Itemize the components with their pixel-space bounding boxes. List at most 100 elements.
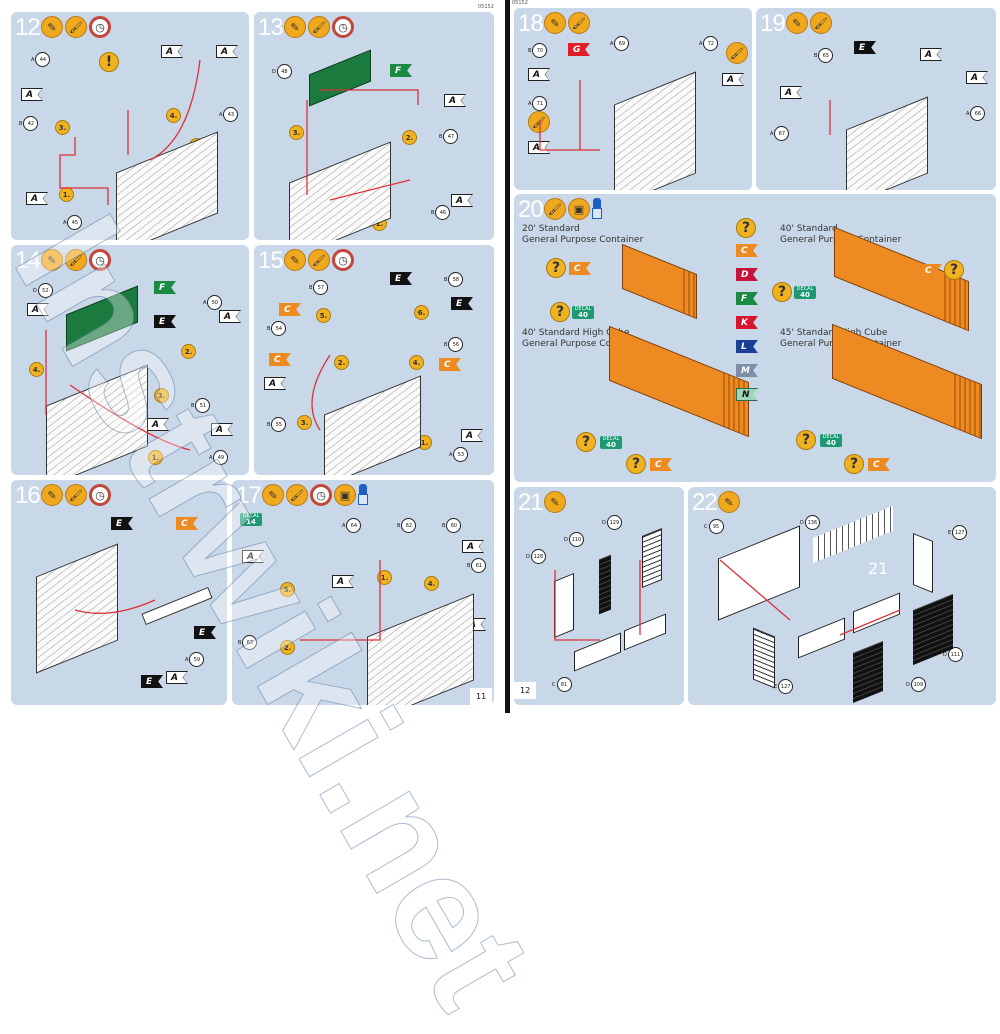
sub-step-4: 4.	[166, 108, 181, 123]
color-flag: F	[390, 64, 412, 77]
varnish-bottle-icon	[592, 198, 602, 220]
step-icons: ✎	[718, 491, 740, 513]
step-icons: 🖌 ▣	[544, 198, 602, 220]
paint-brush-icon: 🖌	[726, 42, 748, 64]
color-flag: C	[650, 458, 672, 471]
color-flag: A	[242, 550, 264, 563]
step-icons: ✎ 🖌	[786, 12, 832, 34]
exclamation-icon: !	[99, 52, 119, 72]
color-flag: A	[528, 141, 550, 154]
step-icons: ✎ 🖌 ◷ ▣	[262, 484, 368, 506]
question-icon: ?	[626, 454, 646, 474]
color-flag: E	[141, 675, 163, 688]
color-flag: A	[780, 86, 802, 99]
sub-step-1: 1.	[148, 450, 163, 465]
color-flag: C	[868, 458, 890, 471]
catalog-code: 05152	[512, 0, 528, 6]
step-12-panel: 12 ✎ 🖌 ◷ ! A44 B42 A43 A45 A A A A 1. 2.…	[11, 12, 249, 240]
glue-icon: ✎	[786, 12, 808, 34]
glue-icon: ✎	[41, 484, 63, 506]
color-flag: A	[147, 418, 169, 431]
floor-panel	[624, 613, 666, 651]
color-flag: A	[920, 48, 942, 61]
paint-brush-icon: 🖌	[528, 111, 550, 133]
clock-icon: ◷	[310, 484, 332, 506]
question-icon: ?	[772, 282, 792, 302]
step-icons: ✎ 🖌 ◷	[41, 16, 111, 38]
sub-step-2: 2.	[280, 640, 295, 655]
floor-panel	[798, 617, 845, 659]
step-number: 14	[15, 247, 41, 274]
color-flag: A	[166, 671, 188, 684]
glue-icon: ✎	[41, 249, 63, 271]
sub-step-2: 2.	[402, 130, 417, 145]
page-number: 12	[514, 682, 537, 699]
step-icons: ✎ 🖌	[544, 12, 590, 34]
color-flag: A	[27, 303, 49, 316]
page-number: 11	[470, 688, 493, 705]
step-number: 17	[236, 482, 262, 509]
paint-brush-icon: 🖌	[65, 16, 87, 38]
model-assembly	[36, 543, 118, 674]
sub-step-5: 5.	[316, 308, 331, 323]
paint-brush-icon: 🖌	[65, 484, 87, 506]
step-number: 16	[15, 482, 41, 509]
color-flag: F	[154, 281, 176, 294]
sub-step-5: 5.	[280, 582, 295, 597]
model-assembly	[116, 131, 218, 240]
color-flag: A	[211, 423, 233, 436]
glue-icon: ✎	[284, 249, 306, 271]
step-number: 21	[518, 489, 544, 516]
glue-icon: ✎	[718, 491, 740, 513]
step-number: 18	[518, 10, 544, 37]
step-number: 20	[518, 196, 544, 223]
color-flag: A	[332, 575, 354, 588]
color-flag: E	[111, 517, 133, 530]
color-flag: C	[279, 303, 301, 316]
glue-icon: ✎	[284, 16, 306, 38]
color-option-c: C	[736, 244, 758, 257]
color-flag: C	[439, 358, 461, 371]
sub-assembly-ref: 21	[868, 559, 889, 578]
question-icon: ?	[944, 260, 964, 280]
paint-brush-icon: 🖌	[308, 16, 330, 38]
question-icon: ?	[844, 454, 864, 474]
black-panel	[599, 554, 611, 615]
color-flag: E	[854, 41, 876, 54]
step-icons: ✎	[544, 491, 566, 513]
color-flag: E	[451, 297, 473, 310]
step-icons: ✎ 🖌 ◷	[41, 249, 111, 271]
book-spine	[505, 0, 510, 713]
sub-step-3: 3.	[297, 415, 312, 430]
striped-panel	[642, 527, 662, 589]
model-assembly	[614, 71, 696, 190]
color-option-f: F	[736, 292, 758, 305]
color-flag: G	[568, 43, 590, 56]
color-flag: A	[26, 192, 48, 205]
sub-step-2: 2.	[334, 355, 349, 370]
sub-step-6: 6.	[414, 305, 429, 320]
sub-step-4: 4.	[409, 355, 424, 370]
question-icon: ?	[550, 302, 570, 322]
question-icon: ?	[796, 430, 816, 450]
question-icon: ?	[736, 218, 756, 238]
